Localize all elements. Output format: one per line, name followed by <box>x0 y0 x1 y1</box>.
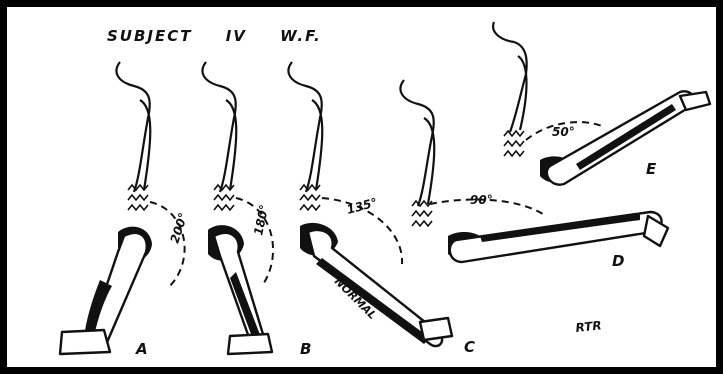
figure-a-letter: A <box>135 340 148 358</box>
figure-b-hand <box>228 334 272 354</box>
figure-b-vertebrae <box>214 185 234 210</box>
figure-c-vertebrae <box>300 185 320 210</box>
figure-e-spine-inner <box>518 56 527 130</box>
figure-d-hand <box>644 216 668 246</box>
figure-a-spine-inner <box>140 100 150 190</box>
figure-d-spine-inner <box>424 118 434 204</box>
figure-d-angle: 90° <box>470 193 493 207</box>
figure-e-hand <box>680 92 710 110</box>
figure-c-letter: C <box>464 338 475 356</box>
figure-c-angle: 135° <box>345 195 379 217</box>
figure-c-spine-inner <box>312 100 322 190</box>
figure-a-vertebrae <box>128 185 148 210</box>
figure-e-angle: 50° <box>552 125 575 139</box>
figure-d-spine <box>400 80 433 206</box>
figure-d-letter: D <box>612 252 624 270</box>
figure-c-spine <box>288 62 321 192</box>
figure-b-spine <box>202 62 235 192</box>
figure-c-arm-muscle <box>316 258 430 344</box>
figure-e-spine <box>493 22 527 132</box>
figure-c: 135° NORMAL C <box>288 62 475 356</box>
figure-a-hand <box>60 330 110 354</box>
figure-b-angle: 180° <box>251 203 271 236</box>
figure-e-arm-muscle <box>576 104 676 170</box>
artist-signature: RTR <box>575 318 602 335</box>
figure-c-hand <box>420 318 452 340</box>
figure-a: 200° A <box>60 62 190 358</box>
figure-d-vertebrae <box>412 201 432 226</box>
figure-d: 90° D <box>400 80 668 270</box>
figure-b-letter: B <box>300 340 311 358</box>
figure-a-angle: 200° <box>168 211 191 245</box>
figure-e-letter: E <box>646 160 657 178</box>
figure-e: 50° E <box>493 22 710 185</box>
figure-a-spine <box>116 62 149 192</box>
figure-e-vertebrae <box>504 131 524 156</box>
figure-b-spine-inner <box>226 100 236 190</box>
figure-b: 180° B <box>202 62 311 358</box>
